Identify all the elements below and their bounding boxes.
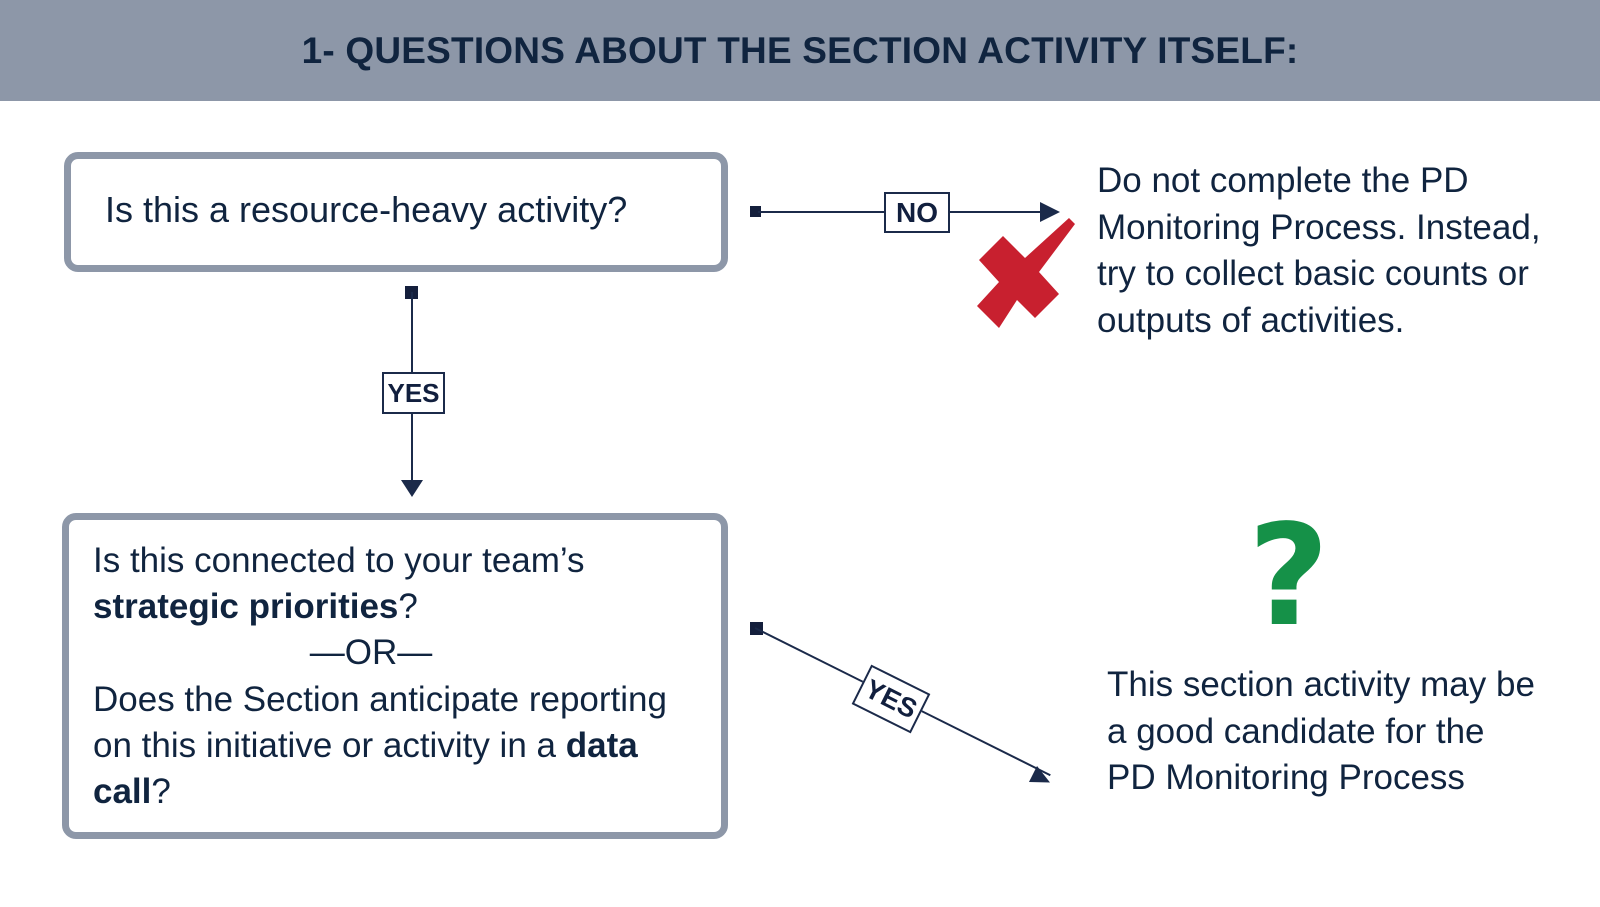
no-connector-arrowhead bbox=[1040, 202, 1060, 222]
box2-line2-bold: data call bbox=[93, 725, 638, 811]
box2-line2-tail: ? bbox=[151, 771, 171, 811]
box2-or-divider: —OR— bbox=[309, 633, 433, 673]
yes-diagonal-connector-arrowhead bbox=[1028, 765, 1055, 791]
yes-vertical-connector-label: YES bbox=[382, 372, 445, 414]
no-connector-label: NO bbox=[884, 192, 950, 233]
decision-box-strategic-priorities: Is this connected to your team’s strateg… bbox=[62, 513, 728, 839]
yes-outcome-text: This section activity may be a good cand… bbox=[1107, 665, 1535, 798]
green-question-mark-icon: ? bbox=[1248, 495, 1330, 658]
no-connector-start-marker bbox=[750, 206, 761, 217]
decision-box-resource-heavy: Is this a resource-heavy activity? bbox=[64, 152, 728, 272]
yes-vertical-connector-arrowhead bbox=[401, 480, 423, 497]
yes-diagonal-connector-label: YES bbox=[851, 664, 931, 734]
page-title: 1- QUESTIONS ABOUT THE SECTION ACTIVITY … bbox=[301, 29, 1299, 71]
box2-line1: Is this connected to your team’s bbox=[93, 541, 585, 580]
box2-line2: Does the Section anticipate reporting on… bbox=[93, 679, 667, 765]
header-banner bbox=[0, 0, 1600, 101]
no-outcome-text: Do not complete the PD Monitoring Proces… bbox=[1097, 161, 1541, 340]
box2-line1-bold: strategic priorities bbox=[93, 587, 399, 627]
decision-box-strategic-priorities-label: Is this connected to your team’s strateg… bbox=[93, 538, 707, 815]
box2-line1-tail: ? bbox=[398, 587, 418, 627]
decision-box-resource-heavy-label: Is this a resource-heavy activity? bbox=[105, 189, 628, 230]
red-x-icon bbox=[977, 218, 1075, 328]
